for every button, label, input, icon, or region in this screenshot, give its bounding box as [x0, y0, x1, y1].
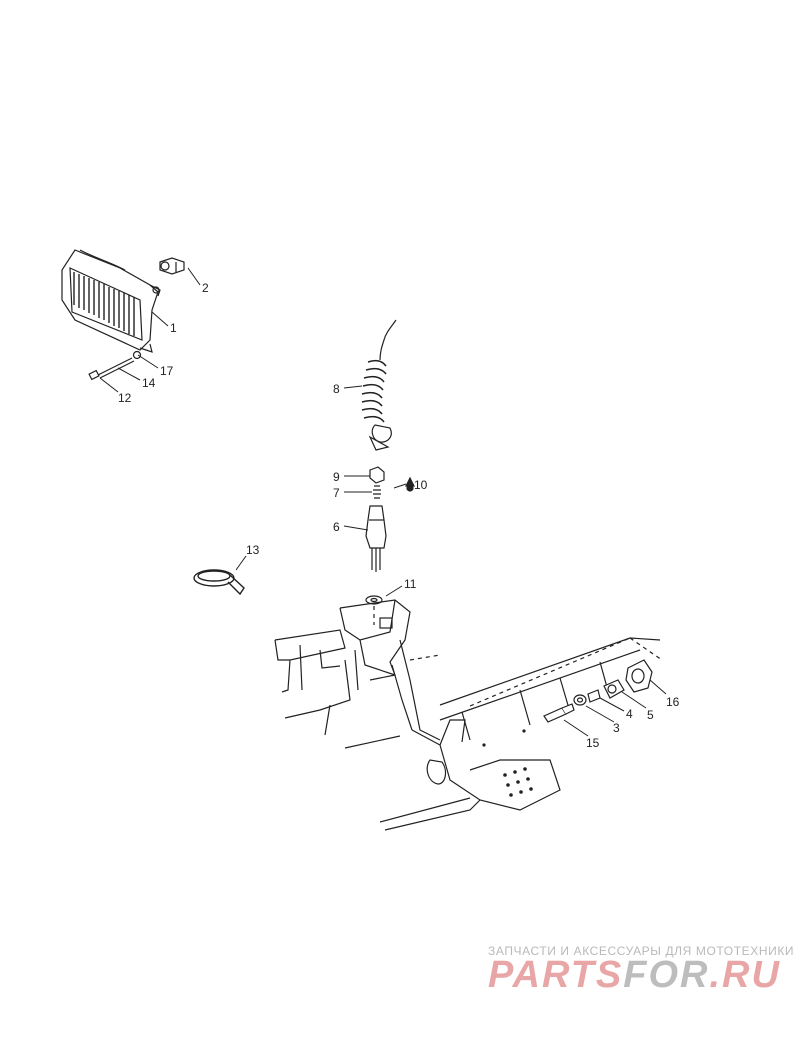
watermark-logo-part3: .RU — [709, 954, 781, 996]
callout-5: 5 — [647, 708, 654, 722]
cord-and-switch — [361, 319, 415, 605]
callout-15: 15 — [586, 736, 600, 750]
callout-10: 10 — [414, 478, 428, 492]
callout-13: 13 — [246, 543, 260, 557]
callout-6: 6 — [333, 520, 340, 534]
callout-16: 16 — [666, 695, 680, 709]
frame — [274, 599, 663, 831]
callout-3: 3 — [613, 721, 620, 735]
callout-8: 8 — [333, 382, 340, 396]
callout-labels: 1 2 3 4 5 6 7 8 9 10 11 12 13 14 15 16 1… — [118, 281, 680, 750]
watermark-logo: PARTSFOR.RU — [488, 955, 781, 995]
callout-17: 17 — [160, 364, 174, 378]
watermark-tagline: ЗАПЧАСТИ И АКСЕССУАРЫ ДЛЯ МОТОТЕХНИКИ — [488, 944, 795, 958]
callout-12: 12 — [118, 391, 132, 405]
headlight-assembly — [61, 249, 161, 353]
clamp — [193, 569, 245, 596]
watermark-logo-part2: FOR — [623, 954, 710, 996]
callout-14: 14 — [142, 376, 156, 390]
callout-4: 4 — [626, 707, 633, 721]
key-switch-parts — [543, 659, 653, 723]
leader-lines — [99, 267, 667, 737]
watermark-logo-part1: PARTS — [488, 954, 624, 996]
callout-1: 1 — [170, 321, 177, 335]
headlight-screw — [88, 350, 142, 381]
callout-7: 7 — [333, 486, 340, 500]
callout-11: 11 — [404, 577, 417, 591]
callout-9: 9 — [333, 470, 340, 484]
bulb — [159, 257, 185, 275]
callout-2: 2 — [202, 281, 209, 295]
